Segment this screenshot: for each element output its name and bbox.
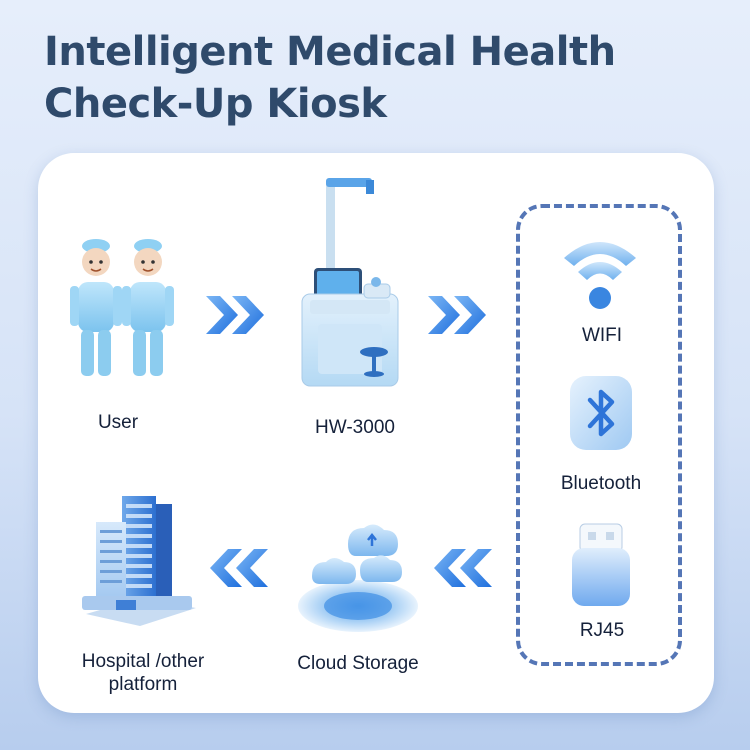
arrow-user-to-kiosk (202, 290, 272, 345)
double-chevron-right-icon (206, 296, 264, 334)
user-node (62, 238, 182, 388)
arrow-kiosk-to-connectivity (424, 290, 494, 345)
wifi-node (560, 232, 640, 312)
kiosk-icon (301, 178, 399, 387)
hospital-building-icon (82, 496, 196, 626)
double-chevron-right-icon (428, 296, 486, 334)
bluetooth-label: Bluetooth (560, 473, 642, 494)
double-chevron-left-icon (210, 549, 268, 587)
wifi-icon (564, 242, 636, 309)
page-title: Intelligent Medical Health Check-Up Kios… (44, 26, 616, 130)
kiosk-node (292, 176, 422, 396)
kiosk-label: HW-3000 (315, 417, 395, 438)
rj45-label: RJ45 (579, 620, 625, 641)
usb-connector-icon (572, 523, 630, 606)
bluetooth-icon (570, 376, 632, 450)
arrow-connectivity-to-cloud (426, 543, 496, 598)
double-chevron-left-icon (434, 549, 492, 587)
title-line-2: Check-Up Kiosk (44, 81, 387, 127)
title-line-1: Intelligent Medical Health (44, 29, 616, 75)
hospital-label-line-1: Hospital /other (81, 651, 205, 672)
bluetooth-node (566, 372, 636, 454)
users-icon (70, 239, 174, 376)
connectivity-group (516, 204, 682, 666)
user-label: User (97, 412, 139, 433)
hospital-label: Hospital /other platform (58, 650, 228, 696)
cloud-label: Cloud Storage (297, 653, 419, 674)
cloud-node (294, 510, 422, 638)
wifi-label: WIFI (581, 325, 623, 346)
hospital-node (76, 488, 204, 628)
cloud-storage-icon (298, 524, 418, 632)
rj45-node (568, 522, 634, 608)
hospital-label-line-2: platform (108, 674, 178, 695)
arrow-cloud-to-hospital (202, 543, 272, 598)
